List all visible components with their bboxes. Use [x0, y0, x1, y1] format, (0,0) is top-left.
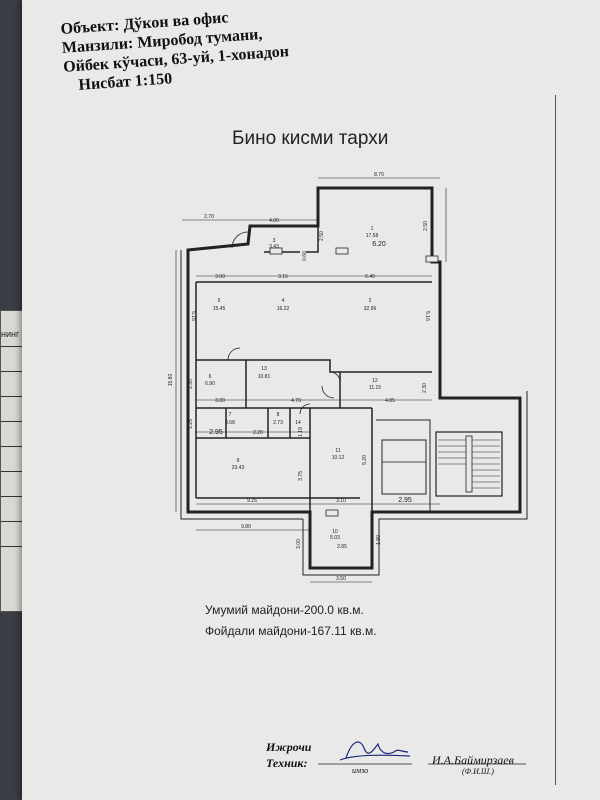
dim-8-70: 8.70 — [374, 172, 384, 178]
room-14-number: 14 — [295, 420, 301, 426]
dim-4-00: 4.00 — [269, 218, 279, 224]
room-6-number: 6 — [209, 374, 212, 380]
room-11-number: 11 — [335, 448, 340, 454]
dim-9-80: 9.80 — [241, 524, 251, 530]
room-11-area: 10.12 — [332, 455, 345, 461]
room-7-area: 3.68 — [225, 420, 235, 426]
room-7-number: 7 — [229, 412, 232, 418]
useful-area: Фойдали майдони-167.11 кв.м. — [205, 624, 377, 638]
dim-2-50-mid: 2.50 — [319, 231, 325, 241]
room-13-area: 10.81 — [258, 374, 271, 380]
room-9-area: 23.43 — [232, 465, 245, 471]
room-5-number: 5 — [218, 298, 221, 304]
dim-1-19: 1.19 — [298, 427, 304, 437]
dim-4-70: 4.70 — [291, 398, 301, 404]
total-area: Умумий майдони-200.0 кв.м. — [205, 603, 364, 617]
dim-5-16-right: 5.16 — [424, 311, 430, 321]
signature-name: И.А.Баймирзаев — [432, 753, 514, 767]
room-5-area: 15.45 — [213, 306, 226, 312]
dim-1-25: 1.25 — [188, 419, 194, 429]
room-8-number: 8 — [277, 412, 280, 418]
dim-2-70: 2.70 — [204, 214, 214, 220]
dim-3-00: 3.00 — [215, 274, 225, 280]
dim-3-75: 3.75 — [298, 471, 304, 481]
room-10-area: 5.03 — [330, 535, 340, 541]
dim-2-95-a: 2.95 — [209, 429, 223, 436]
dim-3-00-c: 3.00 — [296, 539, 302, 549]
room-8-area: 2.73 — [273, 420, 283, 426]
room-10-number: 10 — [332, 529, 338, 535]
dim-5-20: 5.20 — [362, 455, 368, 465]
dim-6-40: 6.40 — [365, 274, 375, 280]
dim-15-80: 15.80 — [168, 374, 174, 387]
room-3-number: 3 — [273, 238, 276, 244]
dim-5-16-left: 5.16 — [190, 311, 196, 321]
room-3-area: 3.43 — [269, 244, 279, 250]
dim-2-20: 2.20 — [253, 430, 263, 436]
room-4-number: 4 — [282, 298, 285, 304]
signature-role-line-1: Ижрочи — [266, 740, 312, 754]
dim-3-50: 3.50 — [336, 576, 346, 582]
room-1-number: 1 — [371, 226, 374, 232]
room-12-number: 12 — [372, 378, 378, 384]
dim-2-50-top: 2.50 — [423, 221, 429, 231]
dim-9-25: 9.25 — [247, 498, 257, 504]
dim-1-90: 1.90 — [376, 535, 382, 545]
dim-3-10: 3.10 — [336, 498, 346, 504]
room-9-number: 9 — [237, 458, 240, 464]
dim-2-95-b: 2.95 — [398, 497, 412, 504]
dim-3-00-b: 3.00 — [215, 398, 225, 404]
name-caption: (Ф.И.Ш.) — [462, 767, 494, 776]
room-4-area: 16.22 — [277, 306, 290, 312]
signature-role-line-2: Техник: — [266, 756, 308, 770]
room-2-area: 32.96 — [364, 306, 377, 312]
signature-caption: имзо — [352, 766, 369, 775]
plan-title: Бино кисми тархи — [232, 128, 389, 149]
dim-6-20: 6.20 — [372, 241, 386, 248]
room-1-area: 17.58 — [366, 233, 379, 239]
side-sheet-header: нинг — [1, 329, 20, 339]
dim-2-30-right: 2.30 — [422, 383, 428, 393]
room-2-number: 2 — [369, 298, 372, 304]
dim-4-85: 4.85 — [385, 398, 395, 404]
dim-2-30-left: 2.30 — [188, 379, 194, 389]
room-6-area: 6.90 — [205, 381, 215, 387]
page-frame-right — [555, 95, 556, 785]
dim-3-15: 3.15 — [278, 274, 288, 280]
room-12-area: 11.15 — [369, 385, 381, 391]
dim-2-85: 2.85 — [337, 544, 347, 550]
room-13-number: 13 — [261, 366, 267, 372]
dim-0-60: 0.60 — [302, 251, 308, 261]
